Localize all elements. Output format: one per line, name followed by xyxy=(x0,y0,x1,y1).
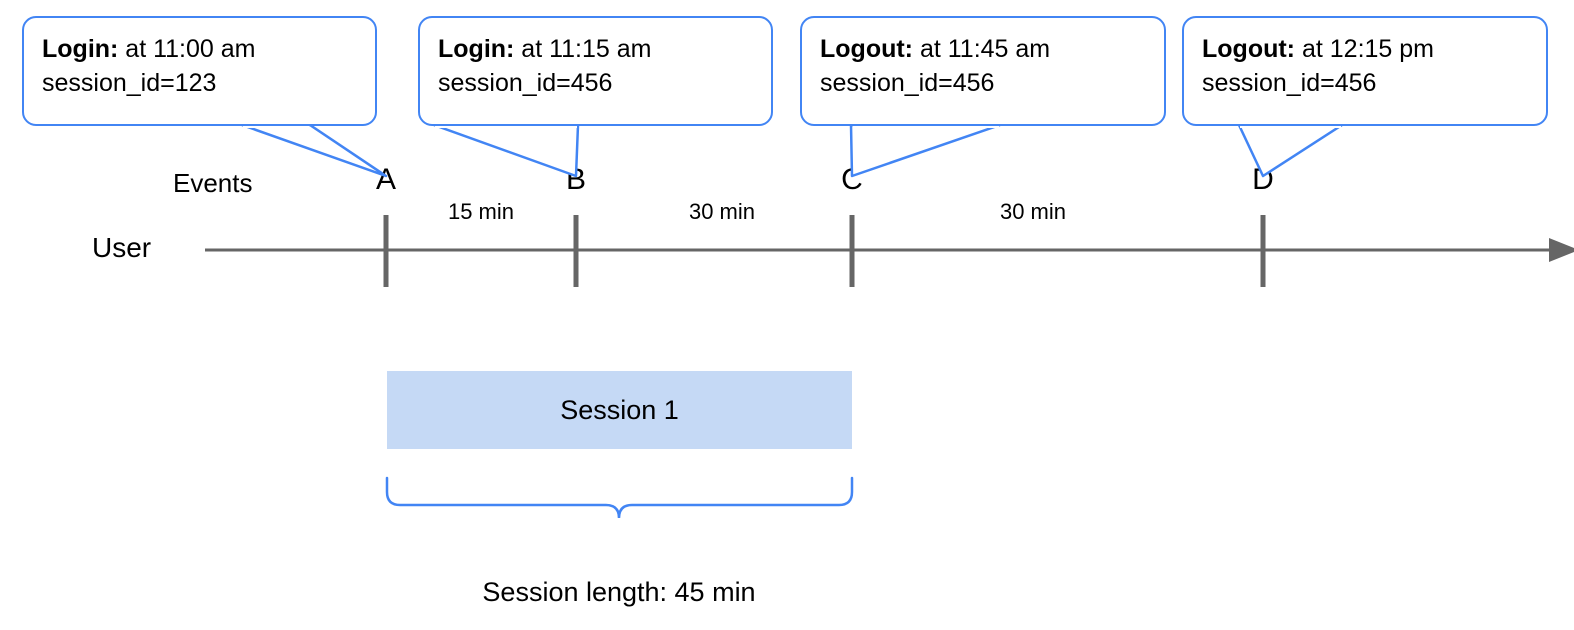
callout-b-session-id: session_id=456 xyxy=(438,69,613,97)
callout-tail-d xyxy=(1237,123,1344,178)
callout-b-time: at 11:15 am xyxy=(514,35,652,63)
interval-label-a-b: 15 min xyxy=(447,199,515,224)
callout-bubble-b[interactable]: Login: at 11:15 am session_id=456 xyxy=(418,16,773,126)
interval-label-b-c: 30 min xyxy=(688,199,756,224)
session-brace xyxy=(385,476,854,519)
callout-b-event-label: Login: xyxy=(438,35,515,63)
session-length-caption: Session length: 45 min xyxy=(482,577,756,607)
callout-c-event-label: Logout: xyxy=(820,35,914,63)
interval-label-c-d: 30 min xyxy=(999,199,1067,224)
callout-tail-a xyxy=(240,123,388,178)
callout-a-time: at 11:00 am xyxy=(118,35,256,63)
callout-d-line1: Logout: at 12:15 pm xyxy=(1202,32,1528,66)
callout-bubble-a[interactable]: Login: at 11:00 am session_id=123 xyxy=(22,16,377,126)
callout-c-session-id: session_id=456 xyxy=(820,69,995,97)
callout-c-line1: Logout: at 11:45 am xyxy=(820,32,1146,66)
session-bar[interactable]: Session 1 xyxy=(387,371,852,449)
callout-d-session-id: session_id=456 xyxy=(1202,69,1377,97)
callout-d-event-label: Logout: xyxy=(1202,35,1296,63)
callout-c-time: at 11:45 am xyxy=(913,35,1051,63)
callout-a-session-id: session_id=123 xyxy=(42,69,217,97)
callout-d-time: at 12:15 pm xyxy=(1295,35,1434,63)
callout-tail-c xyxy=(849,123,1002,178)
callout-a-event-label: Login: xyxy=(42,35,119,63)
callout-bubble-c[interactable]: Logout: at 11:45 am session_id=456 xyxy=(800,16,1166,126)
callout-bubble-d[interactable]: Logout: at 12:15 pm session_id=456 xyxy=(1182,16,1548,126)
callout-tail-b xyxy=(432,123,580,178)
axis-events-label: Events xyxy=(173,168,253,198)
callout-a-line1: Login: at 11:00 am xyxy=(42,32,357,66)
session-bar-label: Session 1 xyxy=(560,394,679,425)
callout-b-line1: Login: at 11:15 am xyxy=(438,32,753,66)
axis-row-label-user: User xyxy=(92,232,152,263)
